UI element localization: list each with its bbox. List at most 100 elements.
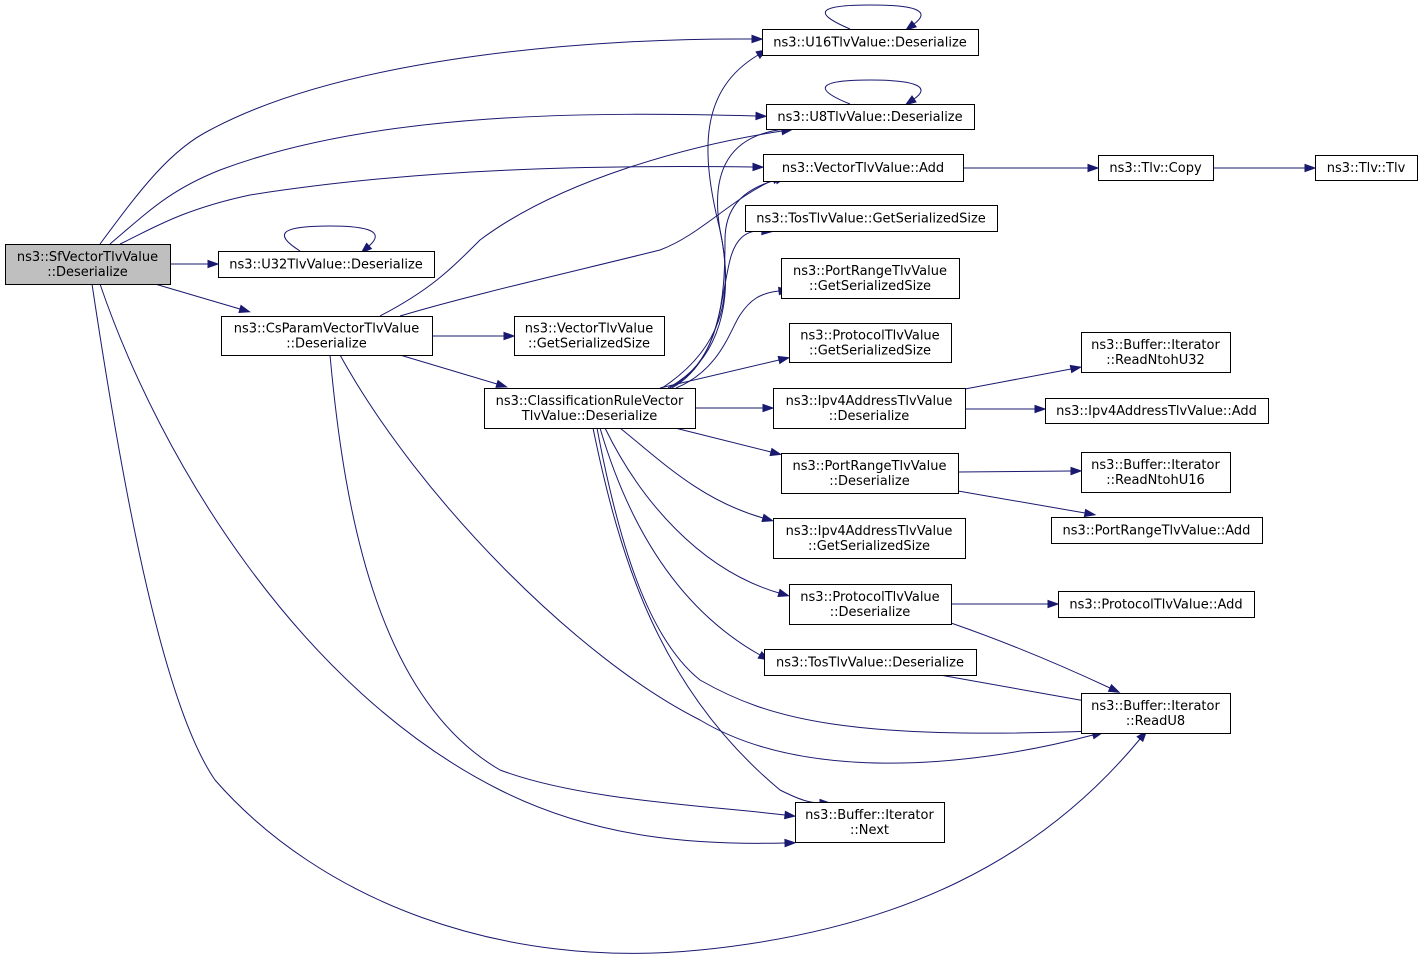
node-label: ns3::PortRangeTlvValue (793, 459, 947, 474)
node-label: ::GetSerializedSize (528, 337, 650, 352)
node-box (781, 453, 959, 494)
node-u32[interactable]: ns3::U32TlvValue::Deserialize (218, 251, 435, 278)
edge-crv-to-protgs (659, 355, 791, 389)
node-box (789, 323, 952, 363)
node-label: ns3::Tlv::Copy (1109, 161, 1202, 176)
node-label: ::GetSerializedSize (809, 344, 931, 359)
node-label: ns3::TosTlvValue::GetSerializedSize (756, 212, 986, 227)
edge-protd-to-ru8 (950, 622, 1121, 693)
edge-line (659, 359, 780, 389)
node-ipv4add[interactable]: ns3::Ipv4AddressTlvValue::Add (1045, 398, 1269, 424)
node-csparam[interactable]: ns3::CsParamVectorTlvValue::Deserialize (221, 316, 433, 356)
node-ru8[interactable]: ns3::Buffer::Iterator::ReadU8 (1081, 693, 1231, 734)
node-rn16[interactable]: ns3::Buffer::Iterator::ReadNtohU16 (1081, 452, 1231, 493)
node-label: ::Deserialize (47, 265, 128, 280)
edge-u8-to-u8 (825, 79, 922, 106)
edge-line (825, 79, 922, 105)
arrow-head (904, 95, 917, 106)
arrow-head (1304, 163, 1317, 173)
edge-line (399, 179, 774, 317)
node-label: ns3::Buffer::Iterator (1091, 458, 1220, 473)
arrow-head (904, 20, 918, 31)
node-label: ::Deserialize (829, 409, 910, 424)
node-crv[interactable]: ns3::ClassificationRuleVectorTlvValue::D… (484, 388, 696, 429)
node-label: ns3::U16TlvValue::Deserialize (773, 36, 967, 51)
node-protd[interactable]: ns3::ProtocolTlvValue::Deserialize (789, 584, 952, 625)
node-protadd[interactable]: ns3::ProtocolTlvValue::Add (1058, 591, 1255, 618)
arrow-head (777, 355, 791, 365)
node-label: ns3::TosTlvValue::Deserialize (776, 656, 964, 671)
edge-line (957, 470, 1072, 473)
arrow-head (1083, 508, 1097, 518)
edge-ipv4d-to-rn32 (964, 364, 1083, 390)
node-label: ns3::Ipv4AddressTlvValue (786, 524, 953, 539)
node-u16[interactable]: ns3::U16TlvValue::Deserialize (762, 29, 979, 56)
edge-line (99, 38, 753, 245)
node-label: ns3::SfVectorTlvValue (17, 250, 158, 265)
edge-line (596, 427, 1094, 734)
edge-ipv4d-to-ipv4add (965, 404, 1047, 414)
node-prgs[interactable]: ns3::PortRangeTlvValue::GetSerializedSiz… (781, 258, 960, 299)
edge-line (667, 128, 786, 389)
node-box (762, 29, 979, 56)
node-ipv4d[interactable]: ns3::Ipv4AddressTlvValue::Deserialize (773, 388, 966, 429)
node-box (763, 154, 964, 182)
arrow-head (755, 111, 768, 121)
arrow-head (751, 34, 764, 44)
node-protgs[interactable]: ns3::ProtocolTlvValue::GetSerializedSize (789, 323, 952, 363)
node-rn32[interactable]: ns3::Buffer::Iterator::ReadNtohU32 (1081, 332, 1231, 373)
edge-line (99, 283, 786, 844)
node-vadd[interactable]: ns3::VectorTlvValue::Add (763, 154, 964, 182)
edge-crv-to-ipv4gs (619, 427, 775, 523)
node-label: ns3::Buffer::Iterator (1091, 699, 1220, 714)
edge-line (339, 354, 1094, 764)
edge-prd-to-pradd (957, 490, 1097, 518)
node-box (773, 388, 966, 429)
node-next[interactable]: ns3::Buffer::Iterator::Next (795, 802, 945, 843)
node-tlvtlv[interactable]: ns3::Tlv::Tlv (1315, 155, 1418, 181)
arrow-head (238, 304, 252, 314)
node-root[interactable]: ns3::SfVectorTlvValue::Deserialize (5, 244, 171, 285)
node-prd[interactable]: ns3::PortRangeTlvValue::Deserialize (781, 453, 959, 494)
arrow-head (207, 259, 220, 269)
edge-vadd-to-tlvcopy (963, 163, 1100, 173)
node-label: ns3::Buffer::Iterator (805, 808, 934, 823)
node-ipv4gs[interactable]: ns3::Ipv4AddressTlvValue::GetSerializedS… (773, 518, 966, 559)
edge-line (379, 130, 783, 317)
edge-tlvcopy-to-tlvtlv (1213, 163, 1317, 173)
node-box (789, 584, 952, 625)
nodes-layer: ns3::SfVectorTlvValue::Deserialize ns3::U… (5, 29, 1418, 843)
node-box (1081, 452, 1231, 493)
node-label: ns3::U32TlvValue::Deserialize (229, 258, 423, 273)
node-tlvcopy[interactable]: ns3::Tlv::Copy (1098, 155, 1214, 181)
node-pradd[interactable]: ns3::PortRangeTlvValue::Add (1051, 517, 1263, 544)
edge-crv-to-prd (674, 427, 783, 457)
node-tosd[interactable]: ns3::TosTlvValue::Deserialize (764, 649, 977, 676)
edge-line (284, 225, 376, 252)
node-label: ::Deserialize (286, 337, 367, 352)
edge-protd-to-protadd (951, 599, 1060, 609)
arrow-head (503, 331, 516, 341)
node-u8[interactable]: ns3::U8TlvValue::Deserialize (766, 104, 975, 130)
arrow-head (752, 162, 765, 172)
node-vgs[interactable]: ns3::VectorTlvValue::GetSerializedSize (514, 316, 665, 356)
arrow-head (777, 588, 791, 598)
edge-csparam-to-vgs (432, 331, 516, 341)
arrow-head (761, 513, 775, 523)
edge-line (957, 490, 1086, 514)
edge-csparam-to-crv (399, 354, 509, 388)
node-box (218, 251, 435, 278)
edge-line (592, 427, 821, 804)
edge-csparam-to-next (329, 354, 797, 820)
node-box (1058, 591, 1255, 618)
arrow-head (1070, 466, 1083, 476)
node-tosgs[interactable]: ns3::TosTlvValue::GetSerializedSize (745, 205, 998, 232)
node-label: ns3::PortRangeTlvValue (793, 264, 947, 279)
node-label: ns3::Tlv::Tlv (1327, 161, 1406, 176)
edge-line (950, 622, 1111, 689)
node-box (1081, 332, 1231, 373)
node-box (484, 388, 696, 429)
node-label: ns3::Ipv4AddressTlvValue (786, 394, 953, 409)
node-label: ::ReadNtohU16 (1106, 473, 1205, 488)
edge-line (91, 283, 1141, 954)
